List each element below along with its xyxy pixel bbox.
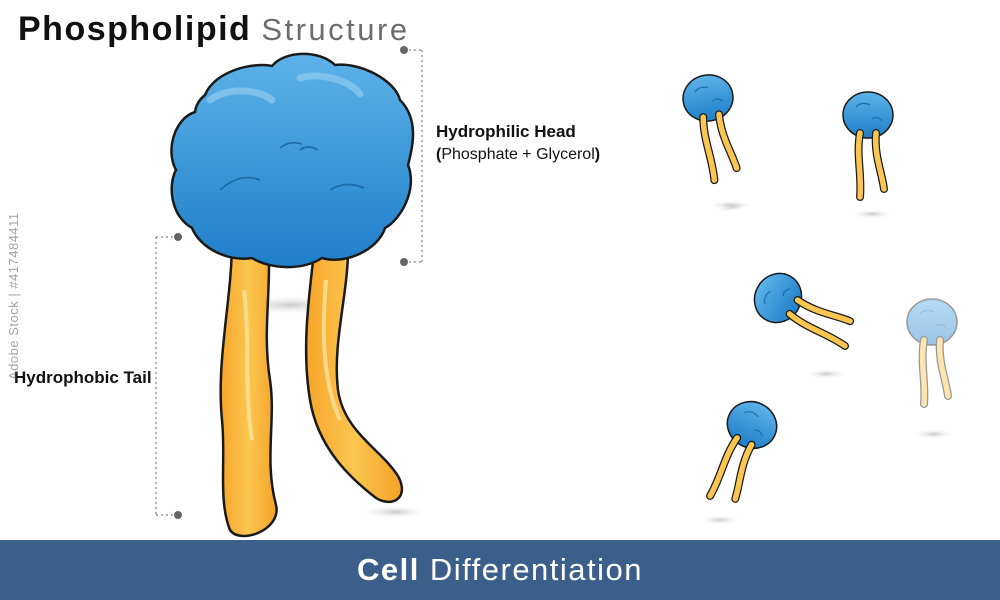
- page-title: Phospholipid Structure: [18, 10, 410, 49]
- footer-text: Cell Differentiation: [357, 552, 643, 588]
- hydrophilic-head: [170, 52, 415, 269]
- footer-bold: Cell: [356, 552, 420, 587]
- tail-shadow: [360, 505, 430, 519]
- head-bracket: [400, 46, 423, 266]
- stock-watermark: Adobe Stock | #417484411: [6, 212, 21, 380]
- footer-light: Differentiation: [429, 552, 644, 587]
- title-light: Structure: [261, 12, 410, 47]
- tail-right: [304, 224, 404, 504]
- paren-close: ): [594, 146, 601, 164]
- hydrophobic-tail-label: Hydrophobic Tail: [14, 368, 152, 387]
- title-bold: Phospholipid: [18, 10, 252, 48]
- paren-open: (: [436, 146, 442, 164]
- hydrophilic-head-label: Hydrophilic Head (Phosphate + Glycerol): [436, 122, 600, 165]
- head-label-subtitle: (Phosphate + Glycerol): [436, 145, 600, 164]
- main-phospholipid: [170, 52, 430, 538]
- mini-phospholipid-4: [907, 299, 957, 404]
- mini-phospholipid-5: [695, 394, 785, 510]
- mini-phospholipid-3: [746, 265, 862, 361]
- tail-bracket: [155, 233, 182, 519]
- mini-phospholipid-2: [843, 92, 893, 197]
- mini-phospholipid-1: [679, 71, 752, 213]
- head-label-composition: Phosphate + Glycerol: [441, 146, 595, 164]
- head-label-title: Hydrophilic Head: [436, 122, 576, 141]
- footer-banner: Cell Differentiation: [0, 540, 1000, 600]
